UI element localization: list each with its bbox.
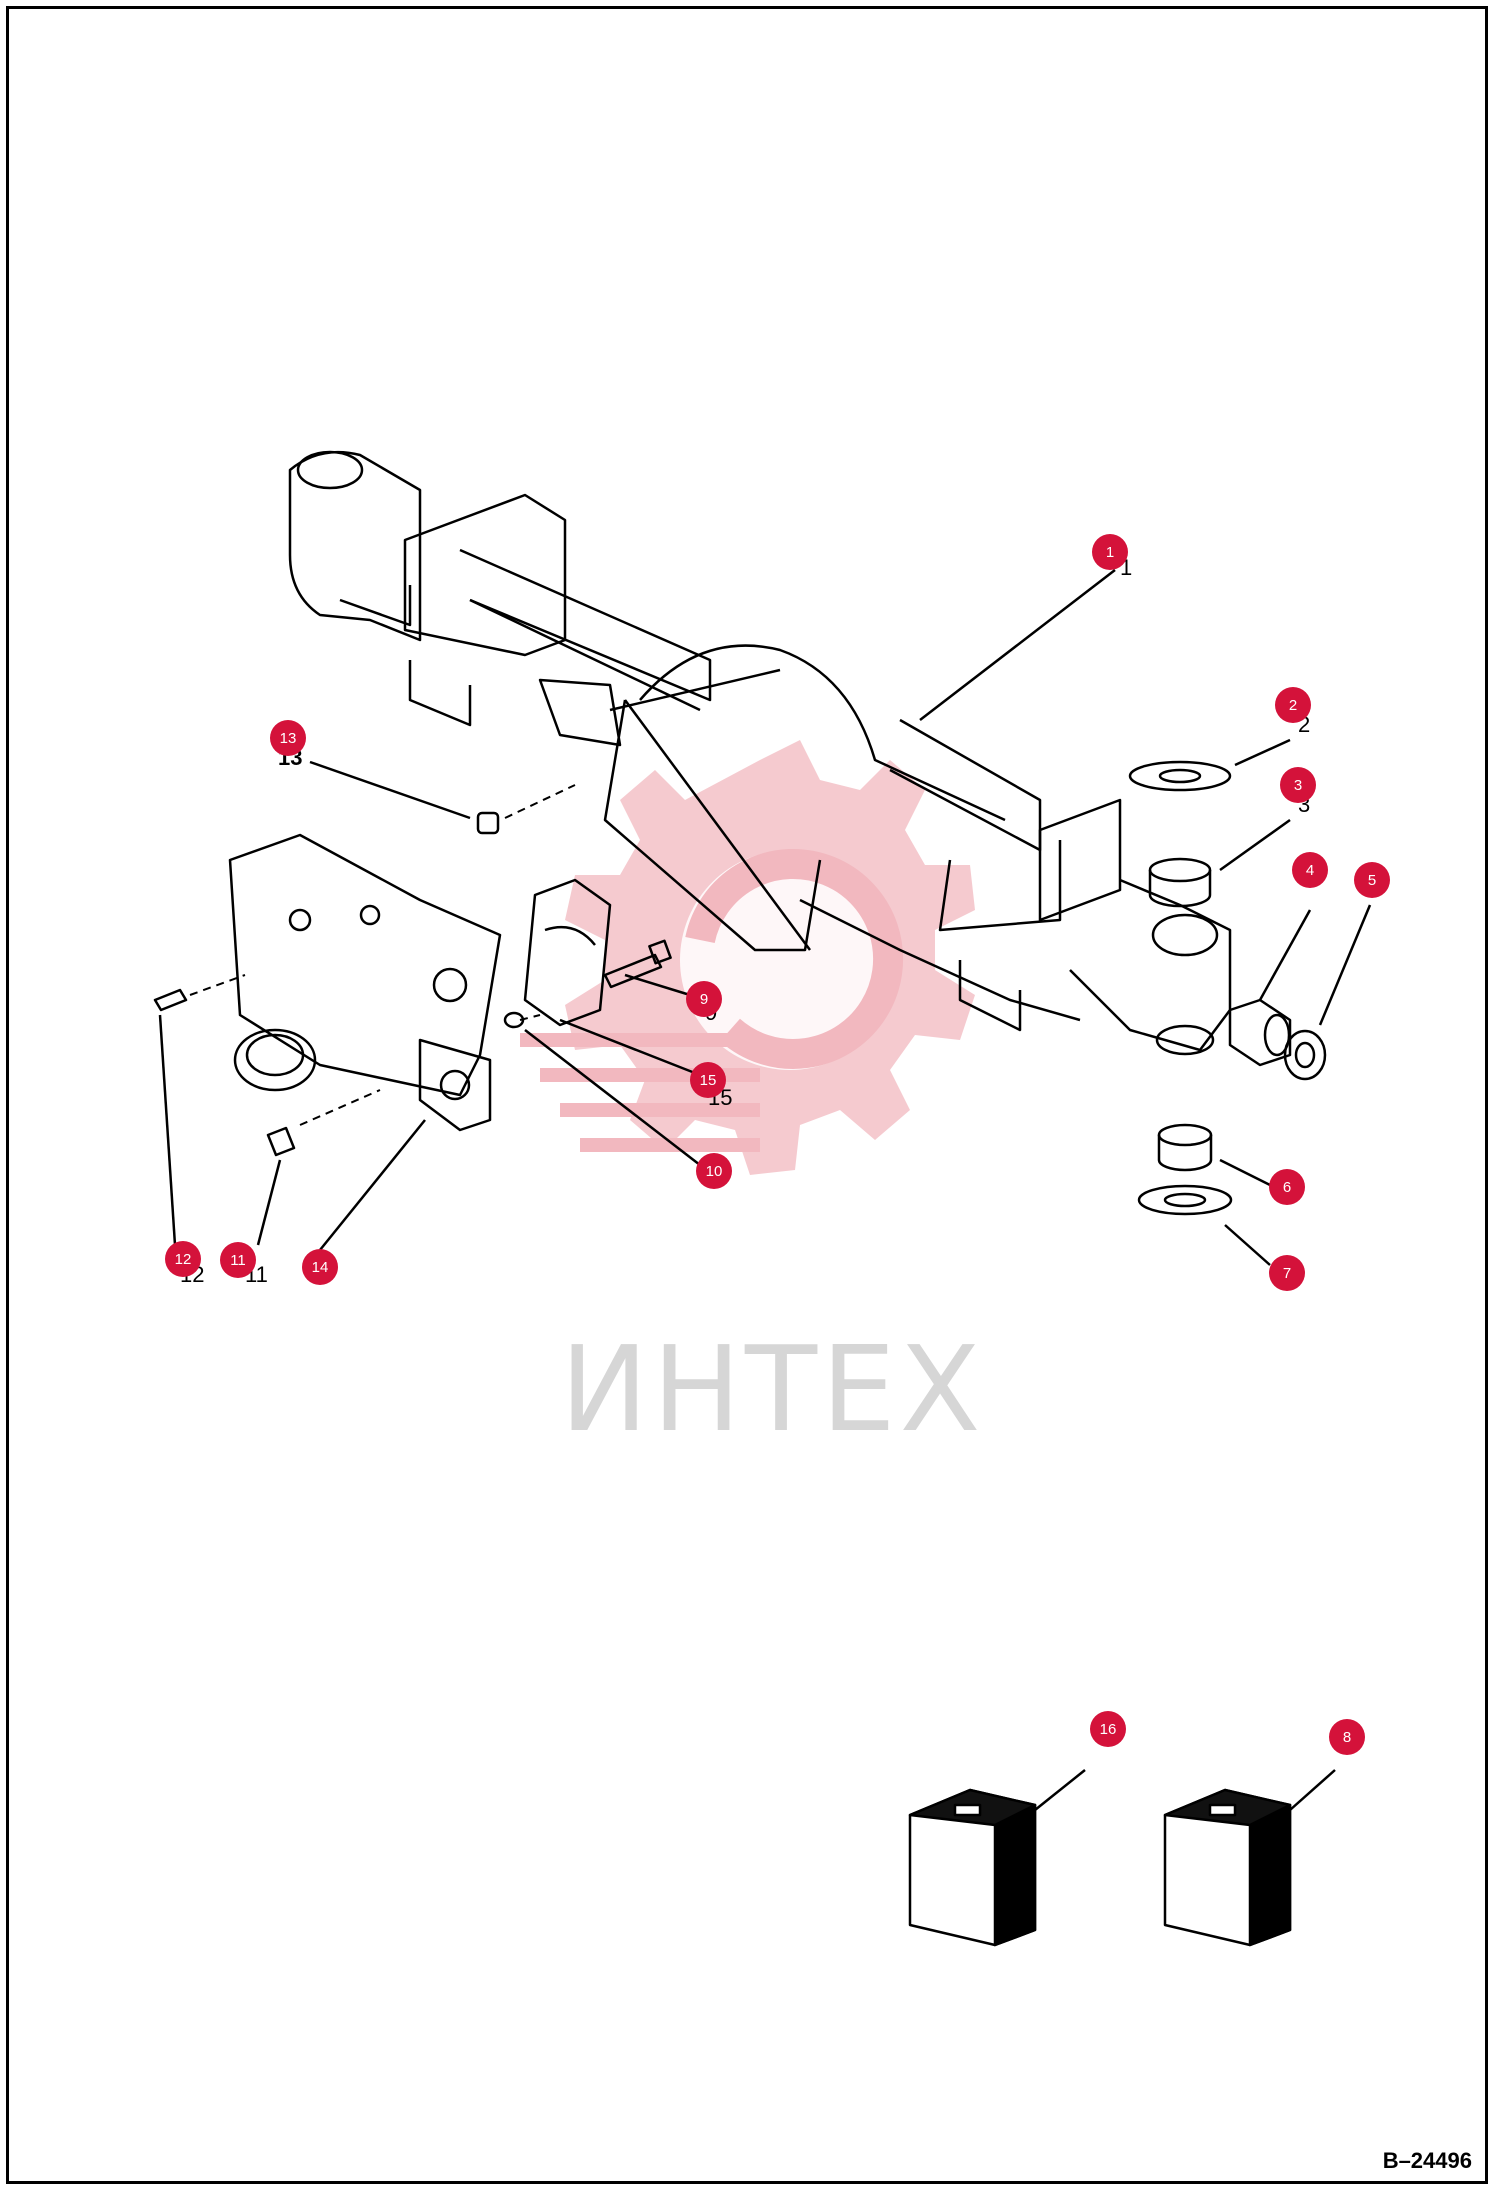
callout-3[interactable]: 3 bbox=[1280, 767, 1316, 803]
callout-4[interactable]: 4 bbox=[1292, 852, 1328, 888]
callout-8[interactable]: 8 bbox=[1329, 1719, 1365, 1755]
callout-16[interactable]: 16 bbox=[1090, 1711, 1126, 1747]
axle-housing bbox=[288, 450, 1232, 1056]
callout-2[interactable]: 2 bbox=[1275, 687, 1311, 723]
callout-10[interactable]: 10 bbox=[696, 1153, 732, 1189]
drawing-reference: B–24496 bbox=[1382, 2148, 1472, 2173]
kit-box-16 bbox=[908, 1788, 1037, 1947]
callout-5[interactable]: 5 bbox=[1354, 862, 1390, 898]
callout-15[interactable]: 15 bbox=[690, 1062, 726, 1098]
callout-9[interactable]: 9 bbox=[686, 981, 722, 1017]
callout-7[interactable]: 7 bbox=[1269, 1255, 1305, 1291]
watermark-text: ИНТЕХ bbox=[560, 1320, 985, 1458]
washer-2 bbox=[1128, 760, 1232, 792]
callout-6[interactable]: 6 bbox=[1269, 1169, 1305, 1205]
drawing-frame bbox=[6, 6, 1488, 2184]
kit-box-8 bbox=[1163, 1788, 1292, 1947]
callout-11[interactable]: 11 bbox=[220, 1242, 256, 1278]
callout-14[interactable]: 14 bbox=[302, 1249, 338, 1285]
callout-1[interactable]: 1 bbox=[1092, 534, 1128, 570]
callout-12[interactable]: 12 bbox=[165, 1241, 201, 1277]
callout-13[interactable]: 13 bbox=[270, 720, 306, 756]
